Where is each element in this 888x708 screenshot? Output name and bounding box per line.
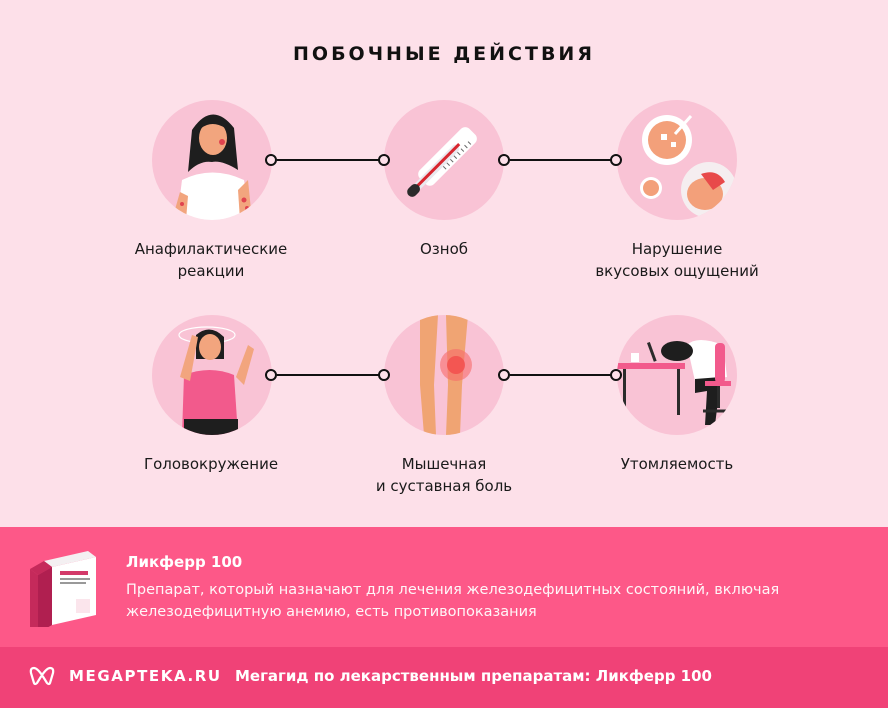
logo-text[interactable]: MEGAPTEKA.RU bbox=[69, 667, 222, 685]
tired-woman-at-desk-icon bbox=[617, 315, 737, 435]
side-effect-label: Озноб bbox=[419, 240, 469, 258]
food-plates-icon bbox=[617, 100, 737, 220]
footer-tagline[interactable]: Мегагид по лекарственным препаратам: Лик… bbox=[235, 667, 712, 685]
megapteka-logo-icon bbox=[29, 666, 55, 686]
connector-line bbox=[277, 374, 385, 376]
connector-dot bbox=[378, 369, 390, 381]
connector-dot bbox=[610, 369, 622, 381]
leg-pain-icon bbox=[384, 315, 504, 435]
side-effect-label: Утомляемость bbox=[620, 455, 734, 473]
connector-dot bbox=[610, 154, 622, 166]
connector-line bbox=[277, 159, 385, 161]
drug-info-band: Ликферр 100 Препарат, который назначают … bbox=[0, 527, 888, 647]
drug-description: Препарат, который назначают для лечения … bbox=[126, 582, 780, 620]
connector-dot bbox=[498, 154, 510, 166]
connector-line bbox=[510, 374, 618, 376]
connector-dot bbox=[265, 369, 277, 381]
woman-with-rash-icon bbox=[152, 100, 272, 220]
side-effect-label: Нарушение вкусовых ощущений bbox=[595, 240, 759, 280]
connector-line bbox=[510, 159, 618, 161]
drug-package-icon bbox=[30, 547, 100, 633]
page-title: ПОБОЧНЫЕ ДЕЙСТВИЯ bbox=[293, 43, 595, 65]
side-effect-label: Головокружение bbox=[143, 455, 279, 473]
footer: MEGAPTEKA.RU Мегагид по лекарственным пр… bbox=[0, 647, 888, 708]
connector-dot bbox=[378, 154, 390, 166]
connector-dot bbox=[498, 369, 510, 381]
side-effect-label: Мышечная и суставная боль bbox=[375, 455, 513, 495]
drug-name: Ликферр 100 bbox=[126, 553, 243, 571]
dizzy-woman-icon bbox=[152, 315, 272, 435]
thermometer-icon bbox=[384, 100, 504, 220]
side-effect-label: Анафилактические реакции bbox=[134, 240, 288, 280]
connector-dot bbox=[265, 154, 277, 166]
